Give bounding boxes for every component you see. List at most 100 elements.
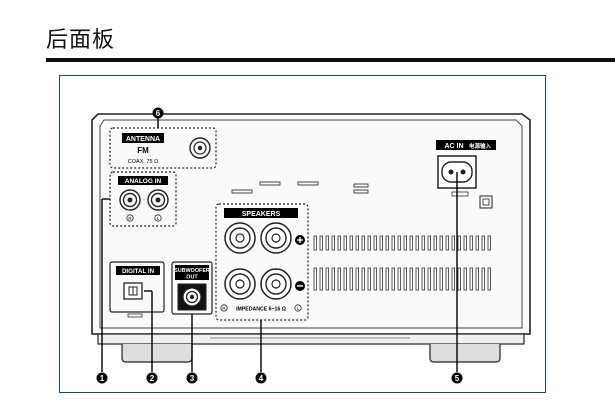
speaker-terminal-r-plus[interactable] [224, 222, 256, 254]
vent-slot [379, 235, 383, 251]
callout-6: 6 [152, 107, 164, 119]
antenna-section: ANTENNA FM COAX. 75 Ω [109, 127, 217, 169]
callout-leaders [101, 118, 458, 372]
svg-text:1: 1 [100, 374, 105, 383]
vent-slot [445, 235, 449, 251]
speakers-section: SPEAKERS [215, 203, 309, 321]
svg-text:2: 2 [150, 374, 155, 383]
subwoofer-label-line2: OUT [186, 275, 198, 281]
impedance-l-mark: L [297, 306, 300, 311]
vent-slot [331, 267, 335, 291]
vent-slot [325, 235, 329, 251]
vent-slot [367, 267, 371, 291]
vent-slot [445, 267, 449, 291]
vent-slot [361, 267, 365, 291]
vent-slot [403, 235, 407, 251]
vent-slot [451, 235, 455, 251]
ac-power-inlet[interactable] [437, 155, 477, 189]
vent-slot [415, 235, 419, 251]
vent-slot [421, 235, 425, 251]
vent-slot [463, 267, 467, 291]
svg-text:6: 6 [156, 109, 161, 118]
vent-slot [475, 235, 479, 251]
vent-slot [475, 267, 479, 291]
subwoofer-label-line1: SUBWOOFER [174, 268, 210, 274]
callout-5: 5 [451, 372, 463, 384]
vent-slot [451, 267, 455, 291]
vent-slot [361, 235, 365, 251]
rear-panel-illustration: ANTENNA FM COAX. 75 Ω ANALOG IN [91, 107, 531, 384]
svg-text:5: 5 [455, 374, 460, 383]
ac-in-label: AC IN [444, 143, 463, 150]
impedance-r-mark: R [222, 306, 226, 311]
analog-l-mark: L [157, 216, 160, 221]
analog-in-label: ANALOG IN [125, 178, 162, 185]
vent-slot [469, 267, 473, 291]
vent-slot [481, 235, 485, 251]
vent-slot [337, 267, 341, 291]
vent-slot [343, 235, 347, 251]
vent-slot [385, 267, 389, 291]
minus-icon [295, 281, 305, 291]
callout-4: 4 [255, 372, 267, 384]
vent-slot [487, 235, 491, 251]
speakers-label: SPEAKERS [242, 211, 281, 218]
optical-digital-jack[interactable] [123, 282, 143, 300]
vent-slot [409, 267, 413, 291]
vent-slot [379, 267, 383, 291]
vent-slot [487, 267, 491, 291]
vent-slot [427, 235, 431, 251]
vent-slot [463, 235, 467, 251]
svg-text:4: 4 [259, 374, 264, 383]
vent-slot [457, 267, 461, 291]
vent-slot [433, 267, 437, 291]
vent-slot [403, 267, 407, 291]
page-title: 后面板 [46, 28, 116, 53]
vent-slot [391, 267, 395, 291]
rear-panel-figure: ANTENNA FM COAX. 75 Ω ANALOG IN [59, 75, 546, 393]
vent-slot [331, 235, 335, 251]
vent-slot [397, 235, 401, 251]
speaker-terminal-r-minus[interactable] [224, 268, 256, 300]
vent-slot [313, 235, 317, 251]
vent-slot [415, 267, 419, 291]
vent-slot [355, 267, 359, 291]
speaker-terminal-l-minus[interactable] [260, 268, 292, 300]
vent-slot [409, 235, 413, 251]
vent-slot [391, 235, 395, 251]
vent-slot [439, 235, 443, 251]
ac-in-section: AC IN 电源输入 [436, 140, 496, 209]
vent-slot [373, 235, 377, 251]
analog-r-mark: R [128, 216, 132, 221]
vent-slot [319, 235, 323, 251]
speaker-terminal-l-plus[interactable] [260, 222, 292, 254]
vent-slot [355, 235, 359, 251]
vent-slot [481, 267, 485, 291]
vent-slot [313, 267, 317, 291]
callout-3: 3 [186, 372, 198, 384]
digital-in-section: DIGITAL IN [109, 261, 165, 318]
vent-slot [349, 267, 353, 291]
vent-slot [373, 267, 377, 291]
vent-slot [343, 267, 347, 291]
title-rule [46, 58, 615, 62]
subwoofer-out-jack[interactable] [182, 287, 202, 307]
top-vents [231, 181, 369, 194]
vent-slot [325, 267, 329, 291]
vent-slot [433, 235, 437, 251]
vent-slot [427, 267, 431, 291]
analog-in-section: ANALOG IN R L [109, 171, 177, 227]
antenna-header: ANTENNA [126, 136, 160, 143]
analog-in-l-jack[interactable] [147, 189, 169, 211]
vent-slot [367, 235, 371, 251]
vent-slot [385, 235, 389, 251]
vent-slot [421, 267, 425, 291]
vent-slot [457, 235, 461, 251]
side-vents [313, 235, 491, 291]
vent-slot [439, 267, 443, 291]
analog-in-r-jack[interactable] [119, 189, 141, 211]
digital-in-label: DIGITAL IN [122, 268, 155, 275]
fm-antenna-jack[interactable] [189, 137, 211, 159]
vent-slot [337, 235, 341, 251]
vent-slot [319, 267, 323, 291]
